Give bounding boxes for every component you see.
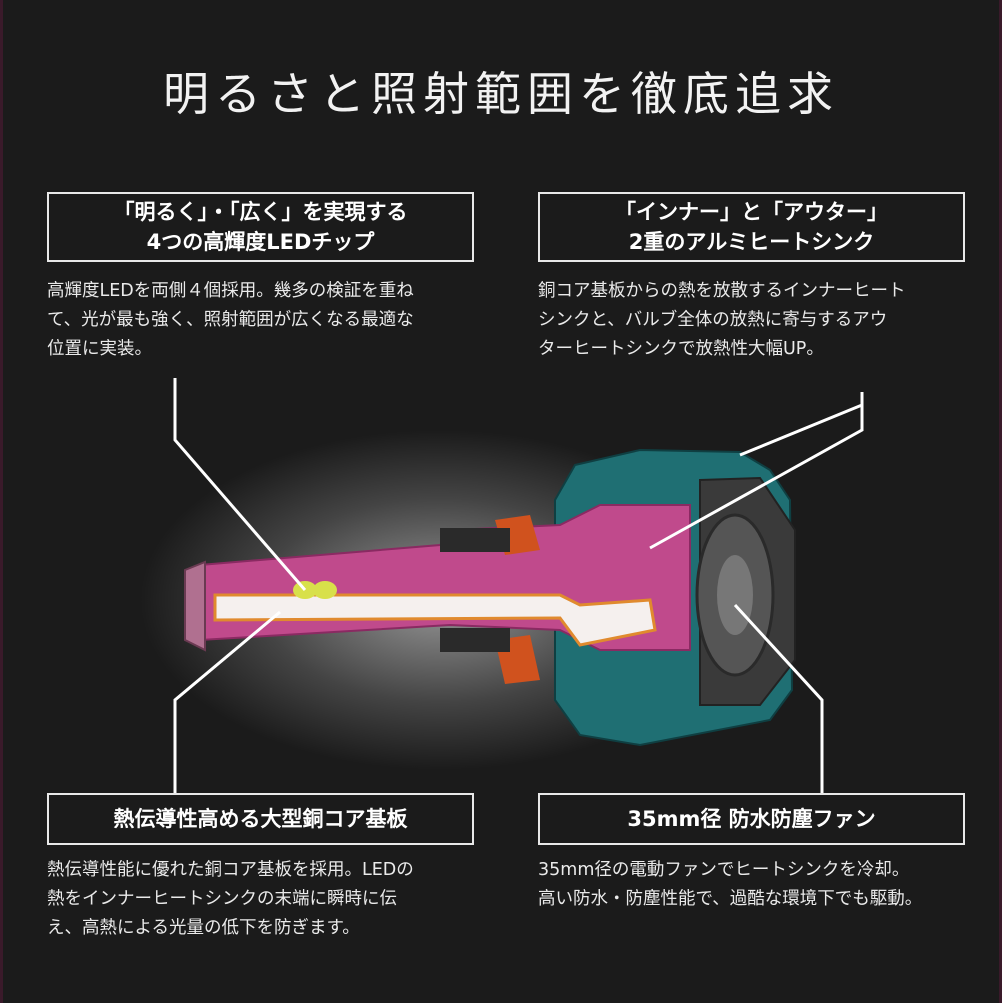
heading-line: 「明るく」・「広く」を実現する bbox=[113, 200, 408, 224]
feature-heading-copper-core: 熱伝導性高める大型銅コア基板 bbox=[47, 793, 474, 845]
description-line: 高い防水・防塵性能で、過酷な環境下でも駆動。 bbox=[538, 889, 923, 909]
ring-clip-top bbox=[440, 528, 510, 552]
feature-description-fan: 35mm径の電動ファンでヒートシンクを冷却。 高い防水・防塵性能で、過酷な環境下… bbox=[538, 856, 978, 914]
feature-description-led-chip: 高輝度LEDを両側４個採用。幾多の検証を重ね て、光が最も強く、照射範囲が広くな… bbox=[47, 277, 487, 364]
callout-line-fan bbox=[733, 603, 824, 793]
feature-heading-heatsink: 「インナー」と「アウター」 2重のアルミヒートシンク bbox=[538, 192, 965, 262]
heading-line: 4つの高輝度LEDチップ bbox=[146, 230, 375, 254]
callout-line-copper bbox=[173, 610, 281, 793]
description-line: 熱をインナーヒートシンクの末端に瞬時に伝 bbox=[47, 889, 397, 909]
feature-heading-led-chip: 「明るく」・「広く」を実現する 4つの高輝度LEDチップ bbox=[47, 192, 474, 262]
heading-line: 熱伝導性高める大型銅コア基板 bbox=[113, 807, 408, 831]
heading-line: 2重のアルミヒートシンク bbox=[628, 230, 875, 254]
feature-description-heatsink: 銅コア基板からの熱を放散するインナーヒート シンクと、バルブ全体の放熱に寄与する… bbox=[538, 277, 978, 364]
description-line: え、高熱による光量の低下を防ぎます。 bbox=[47, 918, 360, 938]
heading-line: 「インナー」と「アウター」 bbox=[615, 200, 888, 224]
callout-line-heatsink-top bbox=[739, 392, 864, 457]
description-line: 位置に実装。 bbox=[47, 339, 152, 359]
description-line: シンクと、バルブ全体の放熱に寄与するアウ bbox=[538, 310, 888, 330]
description-line: 35mm径の電動ファンでヒートシンクを冷却。 bbox=[538, 860, 910, 880]
heading-line: 35mm径 防水防塵ファン bbox=[627, 807, 876, 831]
description-line: ターヒートシンクで放熱性大幅UP。 bbox=[538, 339, 824, 359]
feature-description-copper-core: 熱伝導性能に優れた銅コア基板を採用。LEDの 熱をインナーヒートシンクの末端に瞬… bbox=[47, 856, 487, 943]
ring-clip-bottom bbox=[440, 628, 510, 652]
description-line: て、光が最も強く、照射範囲が広くなる最適な bbox=[47, 310, 414, 330]
callout-line-heatsink-right bbox=[649, 392, 864, 550]
bulb-tip bbox=[184, 560, 206, 652]
callout-line-led bbox=[173, 378, 307, 591]
page-title: 明るさと照射範囲を徹底追求 bbox=[163, 67, 839, 121]
feature-heading-fan: 35mm径 防水防塵ファン bbox=[538, 793, 965, 845]
copper-core-board bbox=[213, 593, 657, 647]
description-line: 熱伝導性能に優れた銅コア基板を採用。LEDの bbox=[47, 860, 414, 880]
description-line: 銅コア基板からの熱を放散するインナーヒート bbox=[538, 281, 906, 301]
description-line: 高輝度LEDを両側４個採用。幾多の検証を重ね bbox=[47, 281, 414, 301]
led-chip-2 bbox=[313, 581, 337, 599]
